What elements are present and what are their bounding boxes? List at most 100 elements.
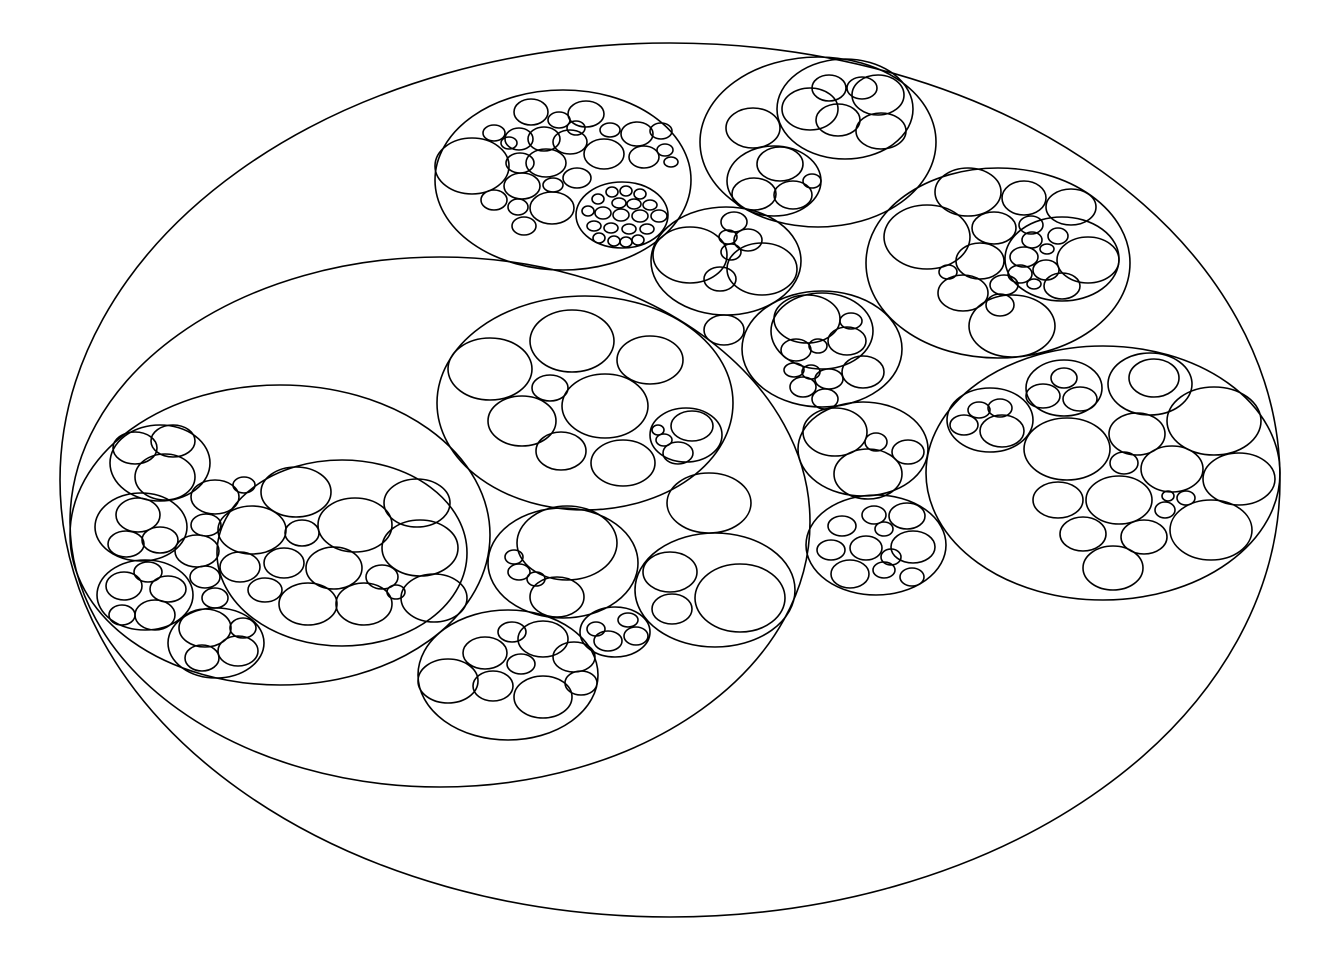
- circle-node-233: [1120, 519, 1168, 555]
- circle-node-44: [436, 295, 734, 511]
- circle-node-228: [1154, 501, 1176, 519]
- circle-node-126: [621, 223, 637, 235]
- circle-node-140: [725, 107, 781, 149]
- circle-node-42: [365, 564, 399, 590]
- circle-node-128: [592, 232, 606, 244]
- circle-node-173: [971, 211, 1017, 245]
- circle-node-184: [1043, 272, 1081, 300]
- circle-node-223: [1109, 451, 1139, 475]
- circle-node-117: [626, 198, 642, 210]
- circle-node-225: [1202, 452, 1276, 506]
- circle-node-153: [703, 266, 737, 292]
- circle-node-201: [849, 535, 883, 561]
- circle-node-18: [178, 608, 232, 648]
- circle-node-89: [504, 127, 534, 151]
- circle-node-210: [949, 414, 979, 436]
- circle-node-31: [317, 497, 393, 553]
- circle-node-202: [874, 521, 894, 537]
- circle-node-147: [652, 226, 728, 284]
- circle-node-14: [149, 575, 187, 603]
- circle-node-203: [890, 530, 936, 564]
- circle-node-211: [967, 401, 991, 419]
- circle-node-148: [726, 242, 798, 296]
- circle-node-129: [607, 235, 621, 247]
- right-large-group: [925, 345, 1281, 601]
- circle-node-230: [1161, 490, 1175, 502]
- circle-node-234: [1082, 545, 1144, 591]
- middle-group: [650, 206, 802, 346]
- circle-node-113: [619, 185, 633, 197]
- circle-node-169: [883, 204, 971, 270]
- circle-node-219: [1128, 358, 1180, 398]
- circle-node-63: [507, 563, 531, 581]
- circle-node-39: [219, 551, 261, 583]
- circle-node-190: [985, 293, 1015, 317]
- circle-node-69: [417, 609, 599, 741]
- circle-node-93: [482, 124, 506, 142]
- circle-node-3: [109, 424, 211, 502]
- top-left-group: [434, 89, 692, 271]
- circle-node-127: [639, 223, 655, 235]
- top-right-group: [699, 56, 937, 228]
- circle-node-172: [1045, 188, 1097, 226]
- circle-node-226: [1032, 481, 1084, 519]
- circle-node-171: [1001, 180, 1047, 216]
- circle-node-212: [987, 398, 1013, 418]
- circle-node-28: [216, 459, 468, 647]
- circle-node-47: [616, 335, 684, 385]
- circle-node-197: [827, 515, 857, 537]
- circle-node-214: [1025, 359, 1103, 417]
- circle-node-229: [1176, 490, 1196, 506]
- circle-node-165: [814, 368, 844, 390]
- circle-node-145: [802, 173, 822, 189]
- circle-node-144: [773, 180, 813, 210]
- circle-node-135: [811, 74, 847, 102]
- circle-node-131: [631, 234, 645, 246]
- circle-node-34: [400, 573, 468, 623]
- circle-node-174: [1018, 215, 1044, 235]
- circle-node-74: [506, 653, 536, 675]
- circle-node-109: [566, 120, 586, 136]
- circle-node-231: [1169, 499, 1253, 561]
- circle-node-122: [631, 209, 649, 223]
- circle-node-57: [651, 424, 665, 436]
- circle-node-7: [94, 492, 188, 562]
- circle-node-189: [968, 294, 1056, 358]
- circle-node-49: [487, 395, 557, 447]
- circle-node-142: [756, 146, 804, 182]
- circle-node-132: [699, 56, 937, 228]
- left-group: [69, 256, 811, 788]
- root-ellipse: [59, 42, 1281, 918]
- circle-node-156: [770, 292, 874, 370]
- circle-node-112: [605, 186, 619, 198]
- circle-node-72: [497, 621, 527, 643]
- circle-node-96: [525, 148, 567, 178]
- circle-node-64: [526, 571, 546, 587]
- circle-node-208: [925, 345, 1281, 601]
- circle-node-56: [655, 433, 673, 447]
- circle-node-161: [808, 338, 828, 354]
- circle-node-35: [278, 582, 338, 626]
- circle-node-151: [733, 228, 763, 252]
- circle-node-137: [851, 74, 905, 116]
- circle-node-170: [934, 167, 1002, 217]
- circle-node-1: [69, 256, 811, 788]
- center-right-subgroup: [634, 532, 796, 648]
- circle-node-123: [650, 209, 668, 223]
- circle-node-86: [513, 98, 549, 126]
- circle-node-136: [846, 76, 878, 100]
- circle-node-88: [567, 100, 605, 128]
- circle-node-177: [1047, 227, 1069, 245]
- circle-node-217: [1062, 386, 1098, 412]
- circle-node-77: [552, 641, 596, 673]
- circle-node-121: [612, 208, 630, 222]
- circle-node-130: [619, 236, 633, 248]
- circle-node-224: [1140, 445, 1204, 493]
- circle-node-194: [891, 439, 925, 465]
- circle-node-115: [591, 193, 605, 205]
- circle-node-206: [872, 561, 896, 579]
- circle-node-90: [527, 126, 561, 152]
- far-left-subgroup: [69, 384, 491, 686]
- circle-node-38: [263, 547, 305, 579]
- circle-node-124: [586, 220, 602, 232]
